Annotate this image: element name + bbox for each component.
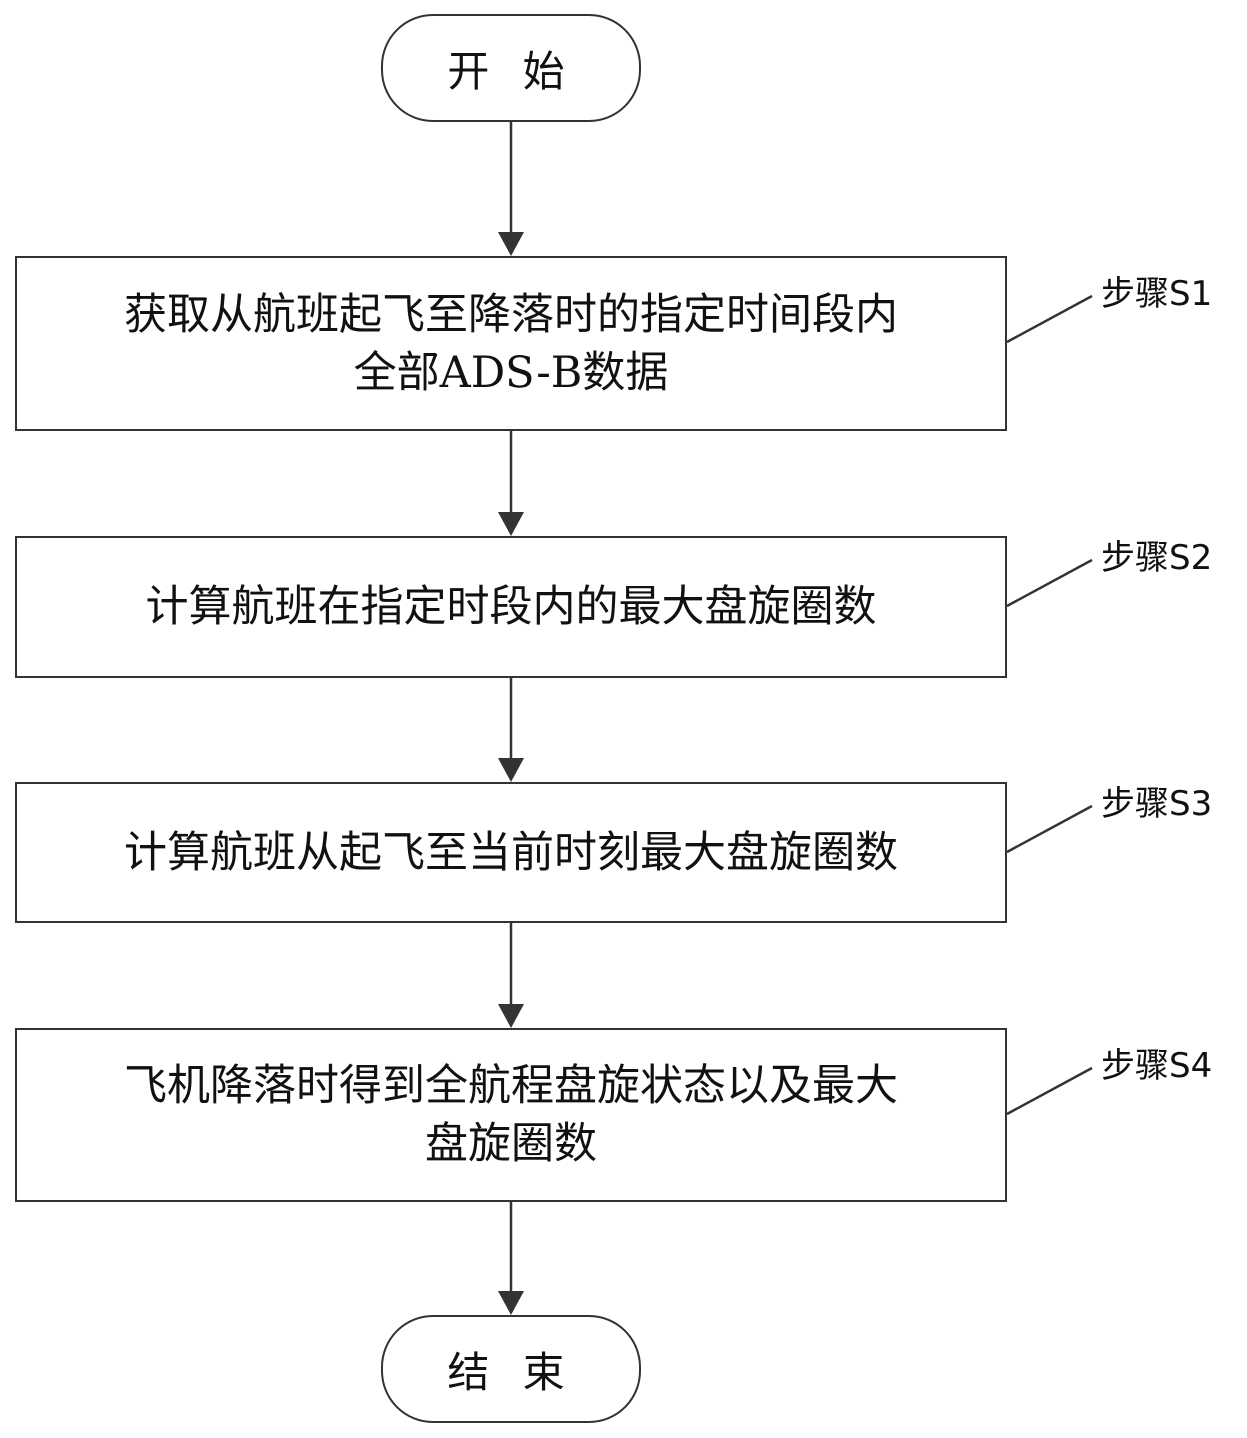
leader-line-s1 (1006, 294, 1093, 344)
process-step-s1: 获取从航班起飞至降落时的指定时间段内 全部ADS-B数据 (15, 256, 1007, 431)
leader-line-s3 (1006, 804, 1093, 854)
step-label-s4: 步骤S4 (1101, 1046, 1213, 1086)
step-s1-line-1: 获取从航班起飞至降落时的指定时间段内 (124, 289, 898, 340)
end-terminal: 结 束 (381, 1315, 641, 1423)
step-label-s3: 步骤S3 (1101, 784, 1213, 824)
process-step-s4: 飞机降落时得到全航程盘旋状态以及最大 盘旋圈数 (15, 1028, 1007, 1202)
leader-line-s4 (1006, 1066, 1093, 1116)
arrowhead (498, 1291, 524, 1315)
start-terminal: 开 始 (381, 14, 641, 122)
step-label-s2: 步骤S2 (1101, 538, 1213, 578)
step-s4-line-2: 盘旋圈数 (425, 1119, 597, 1169)
step-label-s1: 步骤S1 (1101, 274, 1213, 314)
process-step-s3: 计算航班从起飞至当前时刻最大盘旋圈数 (15, 782, 1007, 923)
process-step-s2: 计算航班在指定时段内的最大盘旋圈数 (15, 536, 1007, 678)
step-s1-line-2: 全部ADS-B数据 (353, 347, 669, 398)
arrowhead (498, 1004, 524, 1028)
end-label: 结 束 (447, 1347, 575, 1397)
step-s3-line-1: 计算航班从起飞至当前时刻最大盘旋圈数 (124, 827, 898, 878)
step-s2-line-1: 计算航班在指定时段内的最大盘旋圈数 (145, 582, 877, 632)
leader-line-s2 (1006, 558, 1093, 608)
arrowhead (498, 232, 524, 256)
step-s4-line-1: 飞机降落时得到全航程盘旋状态以及最大 (124, 1061, 898, 1111)
arrowhead (498, 758, 524, 782)
start-label: 开 始 (447, 46, 575, 96)
arrowhead (498, 512, 524, 536)
